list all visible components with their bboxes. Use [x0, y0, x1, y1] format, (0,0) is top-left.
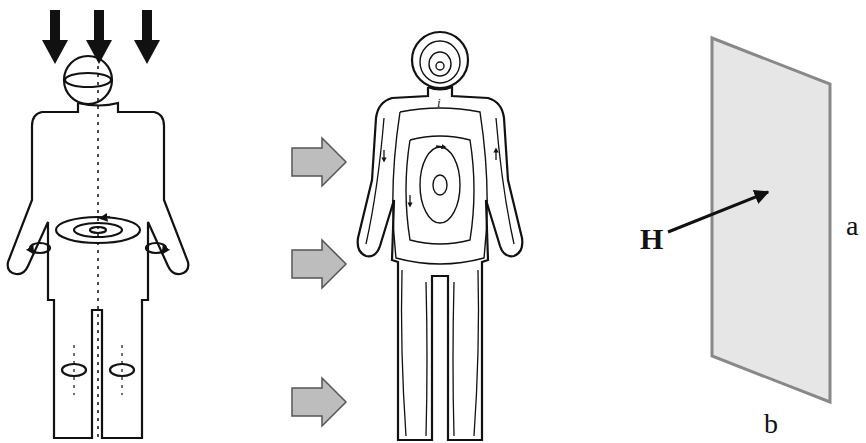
conducting-plate	[668, 38, 830, 402]
human-figure-1	[8, 50, 189, 438]
field-arrows-side	[292, 138, 346, 426]
dimension-label: a	[846, 212, 858, 240]
field-symbol: H	[640, 224, 663, 254]
human-figure-2	[358, 32, 523, 440]
dimension-label: b	[764, 410, 778, 438]
field-arrows-down	[42, 10, 160, 64]
current-label: i	[437, 96, 441, 109]
